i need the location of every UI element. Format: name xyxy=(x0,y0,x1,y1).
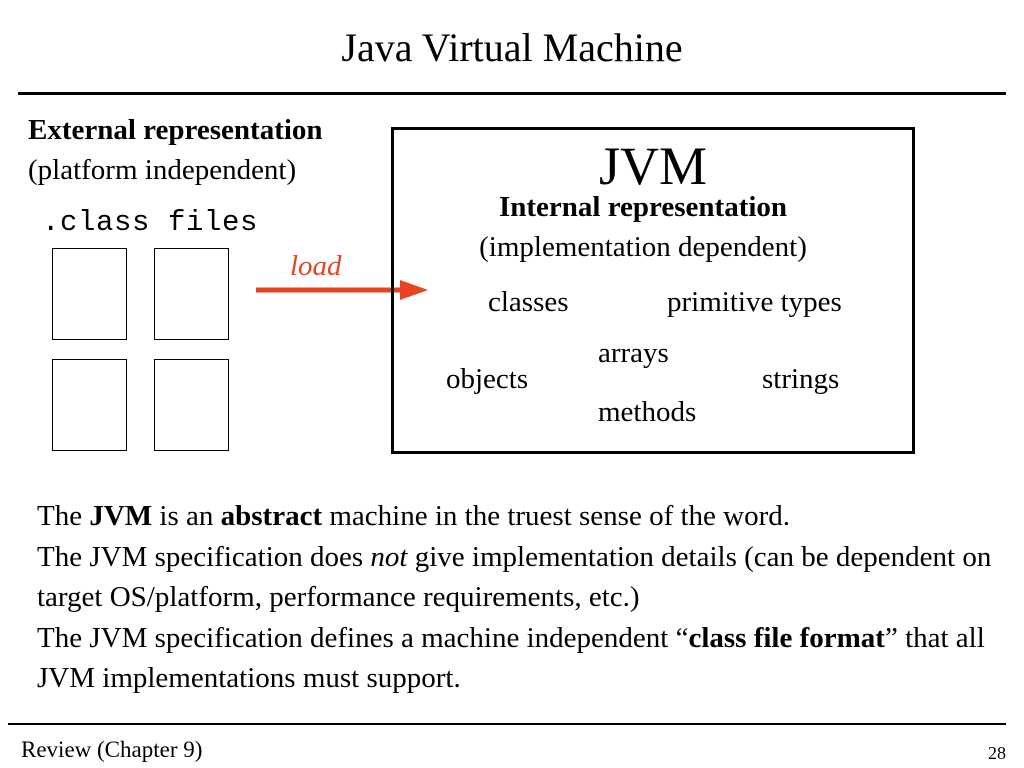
internal-representation-heading: Internal representation xyxy=(498,191,788,223)
load-arrow-icon xyxy=(256,280,428,300)
load-label: load xyxy=(290,250,342,282)
top-divider xyxy=(18,92,1006,95)
class-file-icon xyxy=(52,248,127,340)
jvm-item-objects: objects xyxy=(446,363,529,395)
page-number: 28 xyxy=(988,743,1006,763)
jvm-title: JVM xyxy=(598,136,708,196)
jvm-item-primitive-types: primitive types xyxy=(667,286,842,318)
internal-representation-subheading: (implementation dependent) xyxy=(479,231,807,263)
body-line: The JVM is an abstract machine in the tr… xyxy=(37,500,791,532)
class-file-icon xyxy=(52,359,127,451)
external-representation-heading: External representation xyxy=(28,114,323,146)
body-text: The JVM is an abstract machine in the tr… xyxy=(37,496,1007,699)
body-line: The JVM specification defines a machine … xyxy=(37,621,985,695)
footer-chapter: Review (Chapter 9) xyxy=(21,737,203,762)
class-files-label: .class files xyxy=(42,206,259,239)
jvm-item-strings: strings xyxy=(762,363,840,395)
jvm-box xyxy=(391,127,915,454)
class-file-icon xyxy=(154,359,229,451)
slide-title: Java Virtual Machine xyxy=(341,25,683,70)
body-line: The JVM specification does not give impl… xyxy=(37,540,992,614)
jvm-item-methods: methods xyxy=(598,396,697,428)
bottom-divider xyxy=(8,723,1006,725)
class-file-icon xyxy=(154,248,229,340)
jvm-item-classes: classes xyxy=(488,286,569,318)
jvm-item-arrays: arrays xyxy=(598,337,669,369)
external-representation-subheading: (platform independent) xyxy=(28,154,297,186)
